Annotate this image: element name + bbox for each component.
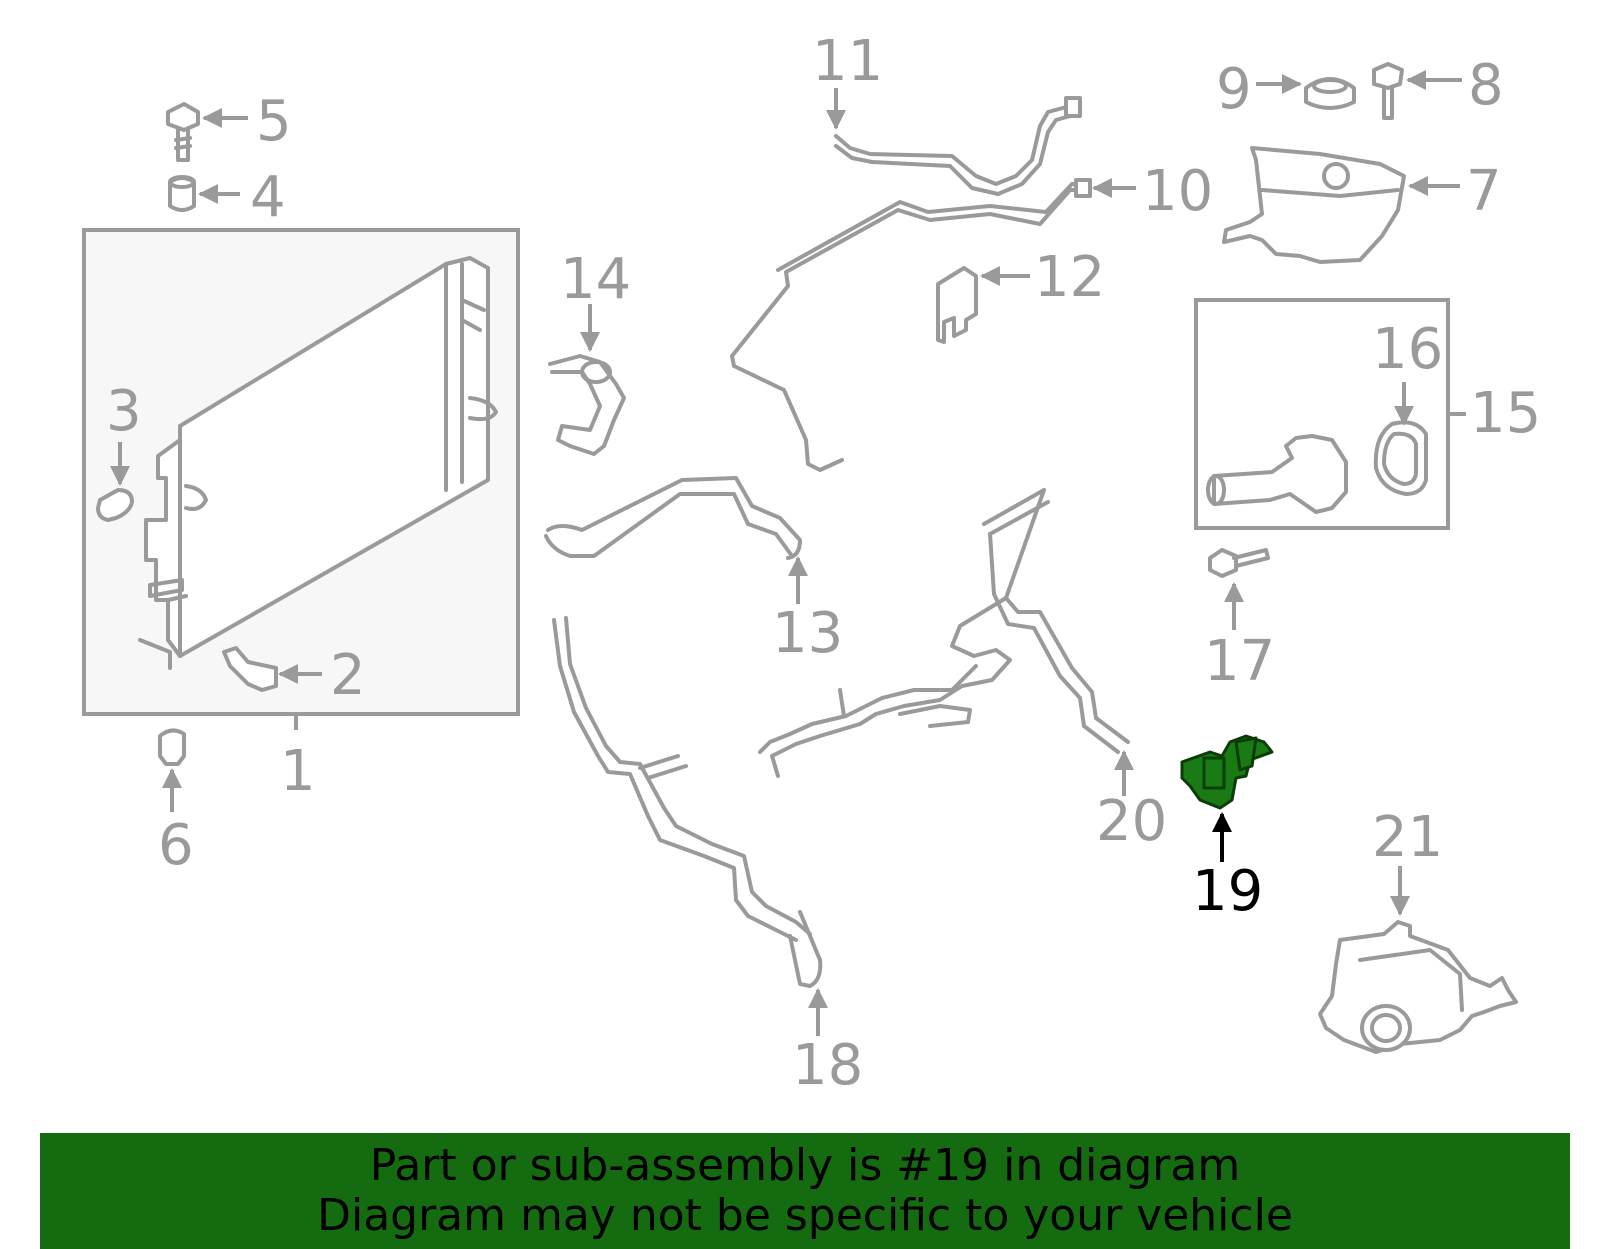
callout-4: 4: [250, 165, 286, 230]
hose-part-14[interactable]: [548, 354, 626, 456]
callout-9: 9: [1216, 57, 1252, 122]
callout-14: 14: [560, 247, 631, 312]
callout-13: 13: [772, 601, 843, 666]
callout-20: 20: [1096, 789, 1167, 854]
callout-1: 1: [280, 739, 316, 804]
callout-7: 7: [1466, 159, 1502, 224]
callout-3: 3: [106, 379, 142, 444]
callout-2: 2: [330, 643, 366, 708]
callout-21: 21: [1372, 805, 1443, 870]
bolt-part-8[interactable]: [1372, 62, 1404, 120]
info-banner: Part or sub-assembly is #19 in diagram D…: [40, 1133, 1570, 1249]
bolt-part-17[interactable]: [1208, 548, 1270, 578]
hose-part-13[interactable]: [544, 476, 802, 560]
banner-line-1: Part or sub-assembly is #19 in diagram: [369, 1140, 1241, 1191]
plug-part-3[interactable]: [96, 488, 134, 522]
callout-15: 15: [1470, 381, 1541, 446]
cap-part-9[interactable]: [1304, 77, 1356, 110]
callout-16: 16: [1372, 317, 1443, 382]
hose-part-18[interactable]: [552, 616, 823, 988]
sensor-part-19-highlighted[interactable]: [1180, 734, 1274, 810]
hose-part-11[interactable]: [834, 96, 1082, 196]
hose-part-10[interactable]: [730, 178, 1092, 472]
housing-part-21[interactable]: [1318, 920, 1518, 1054]
callout-19: 19: [1192, 859, 1263, 924]
callout-5: 5: [256, 89, 292, 154]
bushing-part-4[interactable]: [168, 175, 196, 212]
reservoir-part-7[interactable]: [1222, 146, 1406, 264]
callout-8: 8: [1468, 53, 1504, 118]
callout-12: 12: [1034, 245, 1105, 310]
mount-part-6[interactable]: [158, 728, 186, 766]
housing-part-15[interactable]: [1206, 434, 1348, 514]
callout-18: 18: [792, 1033, 863, 1098]
sensor-part-2[interactable]: [222, 646, 278, 692]
callout-17: 17: [1204, 629, 1275, 694]
banner-line-2: Diagram may not be specific to your vehi…: [317, 1190, 1293, 1241]
callout-11: 11: [812, 29, 883, 94]
callout-10: 10: [1142, 159, 1213, 224]
clip-part-12[interactable]: [936, 266, 978, 344]
gasket-part-16[interactable]: [1373, 420, 1428, 496]
hose-part-20[interactable]: [758, 488, 1130, 778]
radiator-part[interactable]: [138, 256, 498, 670]
callout-6: 6: [158, 813, 194, 878]
bolt-part-5[interactable]: [166, 102, 200, 162]
